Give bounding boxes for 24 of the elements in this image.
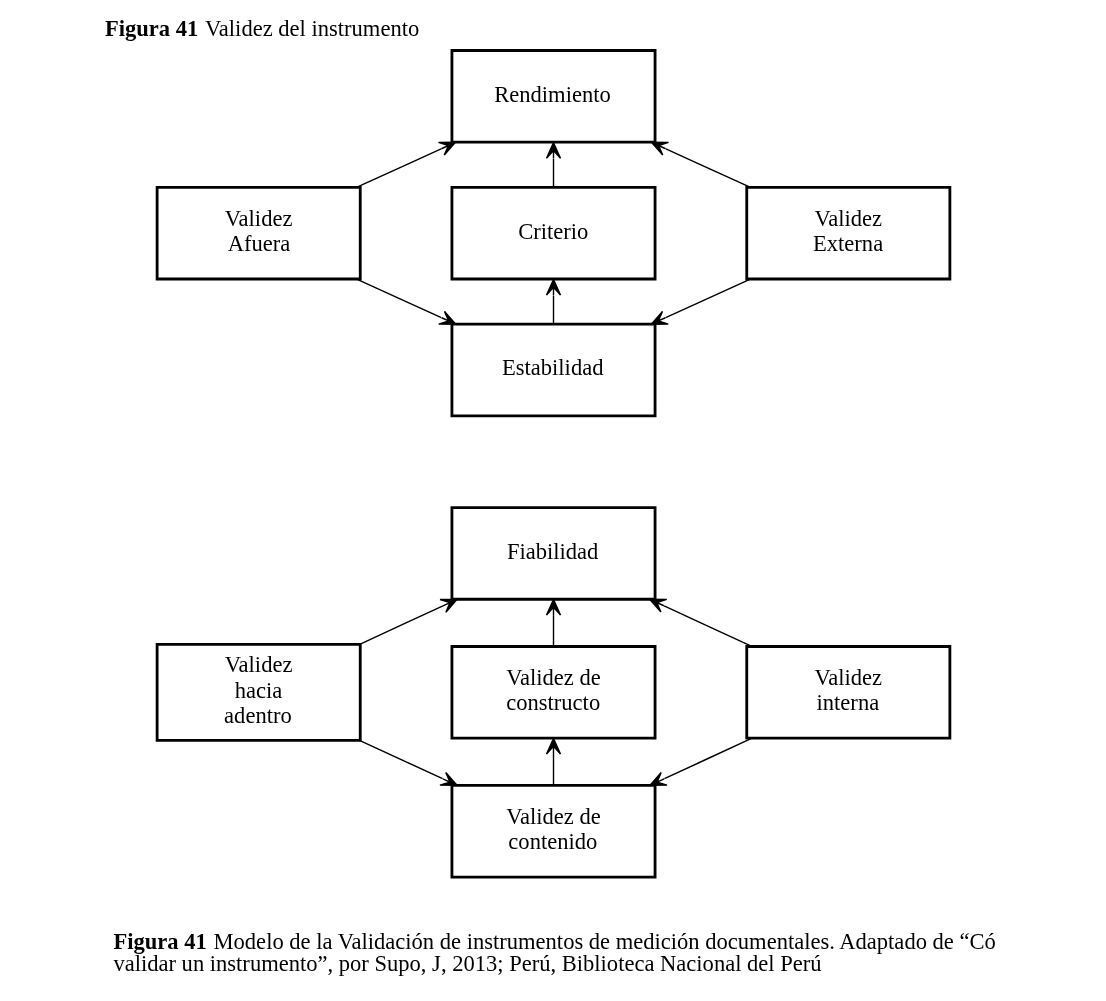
arrow xyxy=(648,598,752,648)
node-box: Validez Externa xyxy=(744,185,951,281)
arrow xyxy=(358,739,458,786)
arrow xyxy=(650,278,751,325)
node-box: Estabilidad xyxy=(450,322,656,418)
diagram-title: Figura 41 Validez del instrumento xyxy=(104,16,419,42)
caption: Figura 41 Modelo de la Validación de instrumentos de medición documentales. Adaptado de “Có validar un instrumento”, por Supo, J, 2013; Perú, Biblioteca Nacional del Perú xyxy=(112,928,996,977)
node-box: Validez de contenido xyxy=(450,784,656,879)
node-box: Validez de constructo xyxy=(450,645,656,740)
arrow xyxy=(545,278,561,325)
node-box: Fiabilidad xyxy=(450,506,656,601)
node-box: Rendimiento xyxy=(450,49,656,144)
node-box: Criterio xyxy=(450,185,656,281)
arrow xyxy=(545,737,561,786)
arrow xyxy=(358,598,458,645)
arrow xyxy=(545,598,561,648)
node-box: Validez interna xyxy=(744,645,951,740)
node-box: Validez hacia adentro xyxy=(155,642,362,742)
arrow xyxy=(648,737,753,786)
node-box: Validez Afuera xyxy=(155,185,362,281)
arrow xyxy=(355,278,456,325)
arrow xyxy=(355,141,456,189)
arrow xyxy=(650,141,751,189)
arrow xyxy=(545,141,561,188)
